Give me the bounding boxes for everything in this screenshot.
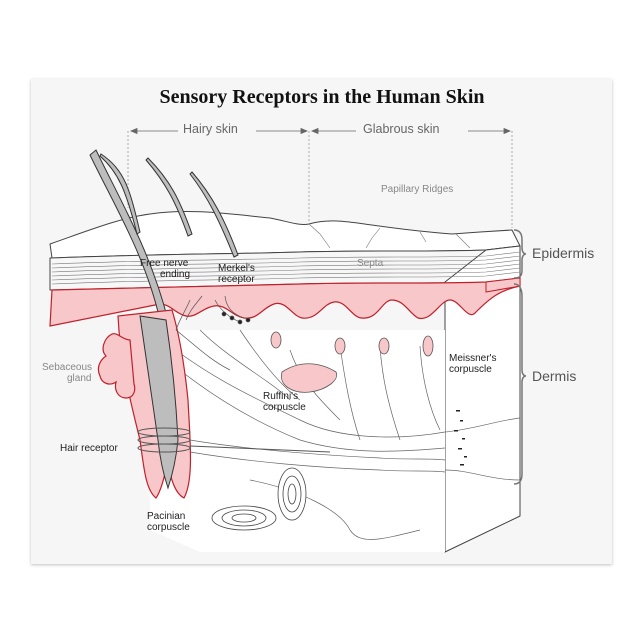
dermis-label: Dermis: [532, 368, 577, 384]
free-nerve-ending: [175, 295, 231, 371]
pacinian-corpuscles: [211, 467, 307, 531]
hairy-skin-label: Hairy skin: [180, 123, 241, 135]
epidermis-basal-layer: [49, 277, 521, 327]
merkel-receptor: [214, 295, 251, 325]
free-nerve-ending-label: Free nerve ending: [140, 258, 191, 280]
layer-brackets: [513, 229, 527, 485]
hair-root: [139, 315, 179, 490]
meissners-corpuscle-label: Meissner's corpuscle: [449, 353, 497, 375]
nerve-fibers: [149, 329, 521, 540]
ruffini-corpuscle: [281, 363, 338, 393]
papillary-ridges-label: Papillary Ridges: [381, 184, 454, 195]
diagram-title: Sensory Receptors in the Human Skin: [159, 86, 485, 108]
epidermis-label: Epidermis: [532, 245, 595, 261]
nerve-cross-section: [454, 410, 467, 466]
septa-label: Septa: [357, 258, 384, 269]
hair-receptor-coils: [137, 427, 331, 453]
sebaceous-gland: [97, 333, 136, 399]
hair-receptor-label: Hair receptor: [60, 443, 118, 454]
merkels-receptor-label: Merkel's receptor: [218, 263, 255, 285]
block-front-face: [150, 282, 445, 552]
ruffinis-corpuscle-label: Ruffini's corpuscle: [263, 391, 306, 413]
pacinian-corpuscle-label: Pacinian corpuscle: [147, 511, 190, 533]
sebaceous-gland-label: Sebaceous gland: [42, 362, 93, 384]
glabrous-skin-label: Glabrous skin: [360, 123, 443, 135]
meissner-corpuscles: [270, 331, 434, 357]
section-arrows: [129, 127, 512, 135]
